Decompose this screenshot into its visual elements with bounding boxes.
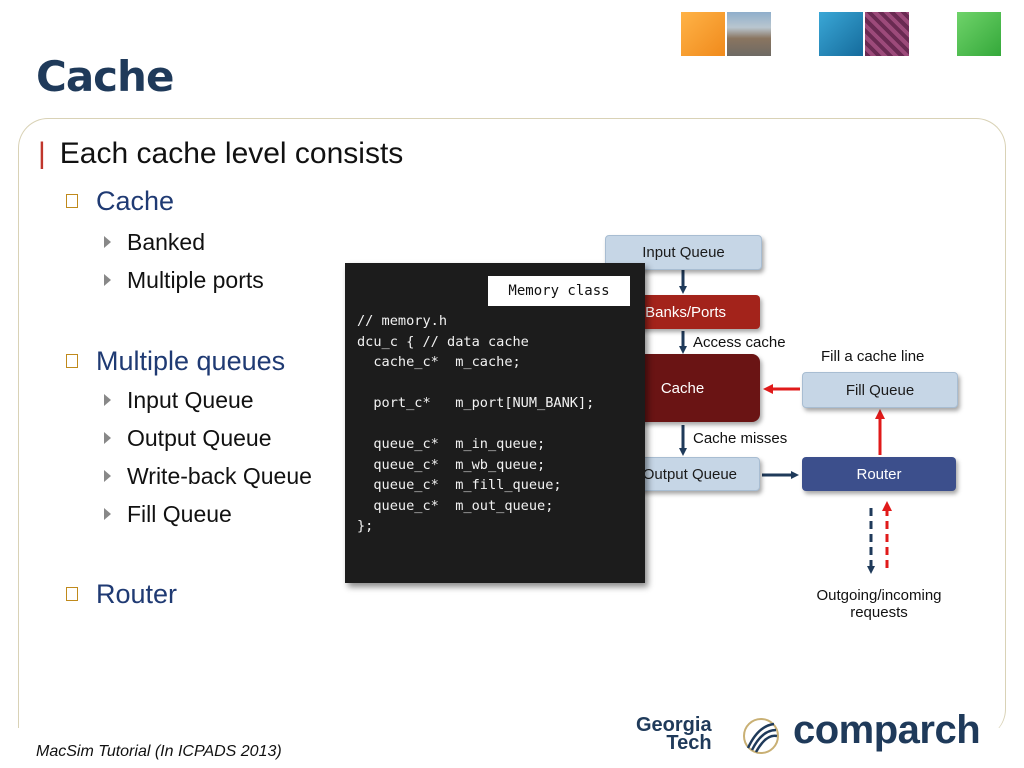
bullet-main: |Each cache level consists — [38, 137, 404, 170]
orange-tile-decoration — [681, 12, 725, 56]
bullet-fill-queue: Fill Queue — [104, 501, 232, 528]
slide-title: Cache — [36, 52, 174, 101]
triangle-bullet-icon — [104, 507, 111, 520]
georgia-tech-logo: Georgia Tech — [636, 714, 712, 754]
green-tile-decoration — [957, 12, 1001, 56]
triangle-bullet-icon — [104, 431, 111, 444]
bullet-bar-icon: | — [38, 137, 46, 170]
blue-tile-decoration — [819, 12, 863, 56]
square-bullet-icon — [66, 586, 78, 601]
bullet-banked: Banked — [104, 229, 205, 256]
triangle-bullet-icon — [104, 469, 111, 482]
bullet-input-queue: Input Queue — [104, 387, 254, 414]
bullet-router: Router — [66, 579, 177, 610]
code-panel: // memory.h dcu_c { // data cache cache_… — [345, 263, 645, 583]
comparch-logo-text: comparch — [793, 708, 981, 752]
diagram-router: Router — [802, 457, 956, 491]
triangle-bullet-icon — [104, 393, 111, 406]
content-frame — [18, 118, 1006, 739]
bullet-output-queue: Output Queue — [104, 425, 272, 452]
footer-citation: MacSim Tutorial (In ICPADS 2013) — [36, 743, 282, 760]
access-cache-label: Access cache — [693, 334, 786, 351]
campus-photo-tile — [727, 12, 771, 56]
outgoing-incoming-label: Outgoing/incoming requests — [816, 587, 942, 621]
triangle-bullet-icon — [104, 273, 111, 286]
triangle-bullet-icon — [104, 235, 111, 248]
code-listing: // memory.h dcu_c { // data cache cache_… — [357, 313, 595, 534]
cache-misses-label: Cache misses — [693, 430, 788, 447]
bullet-multiple-queues: Multiple queues — [66, 346, 285, 377]
bullet-cache: Cache — [66, 186, 174, 217]
square-bullet-icon — [66, 193, 78, 208]
bullet-write-back-queue: Write-back Queue — [104, 463, 312, 490]
bullet-multiple-ports: Multiple ports — [104, 267, 264, 294]
comparch-swirl-icon — [743, 718, 779, 754]
chip-photo-tile — [865, 12, 909, 56]
memory-class-tag: Memory class — [488, 276, 630, 306]
fill-cache-line-label: Fill a cache line — [821, 348, 925, 365]
square-bullet-icon — [66, 353, 78, 368]
diagram-fill-queue: Fill Queue — [802, 372, 958, 408]
